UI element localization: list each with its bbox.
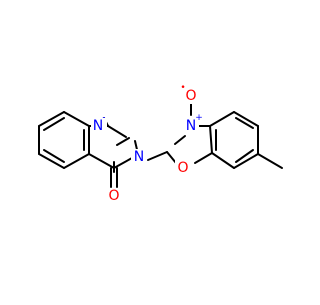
bond <box>233 111 259 127</box>
bond <box>209 125 213 154</box>
bond <box>166 151 177 164</box>
atom-n3: N <box>134 149 144 165</box>
label-bg <box>106 188 122 204</box>
atom-o-ether: O <box>177 160 188 176</box>
bond <box>116 137 130 146</box>
charge-plus: + <box>195 113 203 123</box>
bond <box>147 151 168 161</box>
label-bg <box>183 118 199 134</box>
bond-double-inner <box>43 117 65 131</box>
label-bg <box>131 149 147 165</box>
label-bg <box>91 118 107 134</box>
bond <box>38 153 65 169</box>
atom-n-nitro: N <box>186 118 196 134</box>
radical-dot: • <box>180 83 185 93</box>
bond <box>107 125 127 138</box>
bond-double-inner <box>43 149 65 163</box>
bond <box>211 152 235 169</box>
bond <box>174 135 186 145</box>
bond <box>194 152 213 164</box>
bond <box>63 153 90 169</box>
bond <box>38 111 65 127</box>
structure-canvas: N N O O N + O • <box>38 83 283 204</box>
bond <box>257 153 283 169</box>
bond <box>233 153 259 169</box>
bond-double-inner <box>235 149 254 163</box>
bond <box>88 153 115 169</box>
label-bg <box>175 160 191 176</box>
bond <box>209 111 235 127</box>
bond <box>63 111 90 127</box>
bond <box>113 157 133 169</box>
atom-n1: N <box>93 118 103 134</box>
molecule-diagram: N N O O N + O • <box>38 83 283 204</box>
bonds <box>38 103 283 188</box>
atom-o-carbonyl: O <box>108 188 119 204</box>
atom-o-nitro-single: O <box>185 88 196 104</box>
label-bg <box>183 88 199 104</box>
atom-labels: N N O O N + O • <box>91 83 203 204</box>
bond-double-inner <box>235 117 254 129</box>
